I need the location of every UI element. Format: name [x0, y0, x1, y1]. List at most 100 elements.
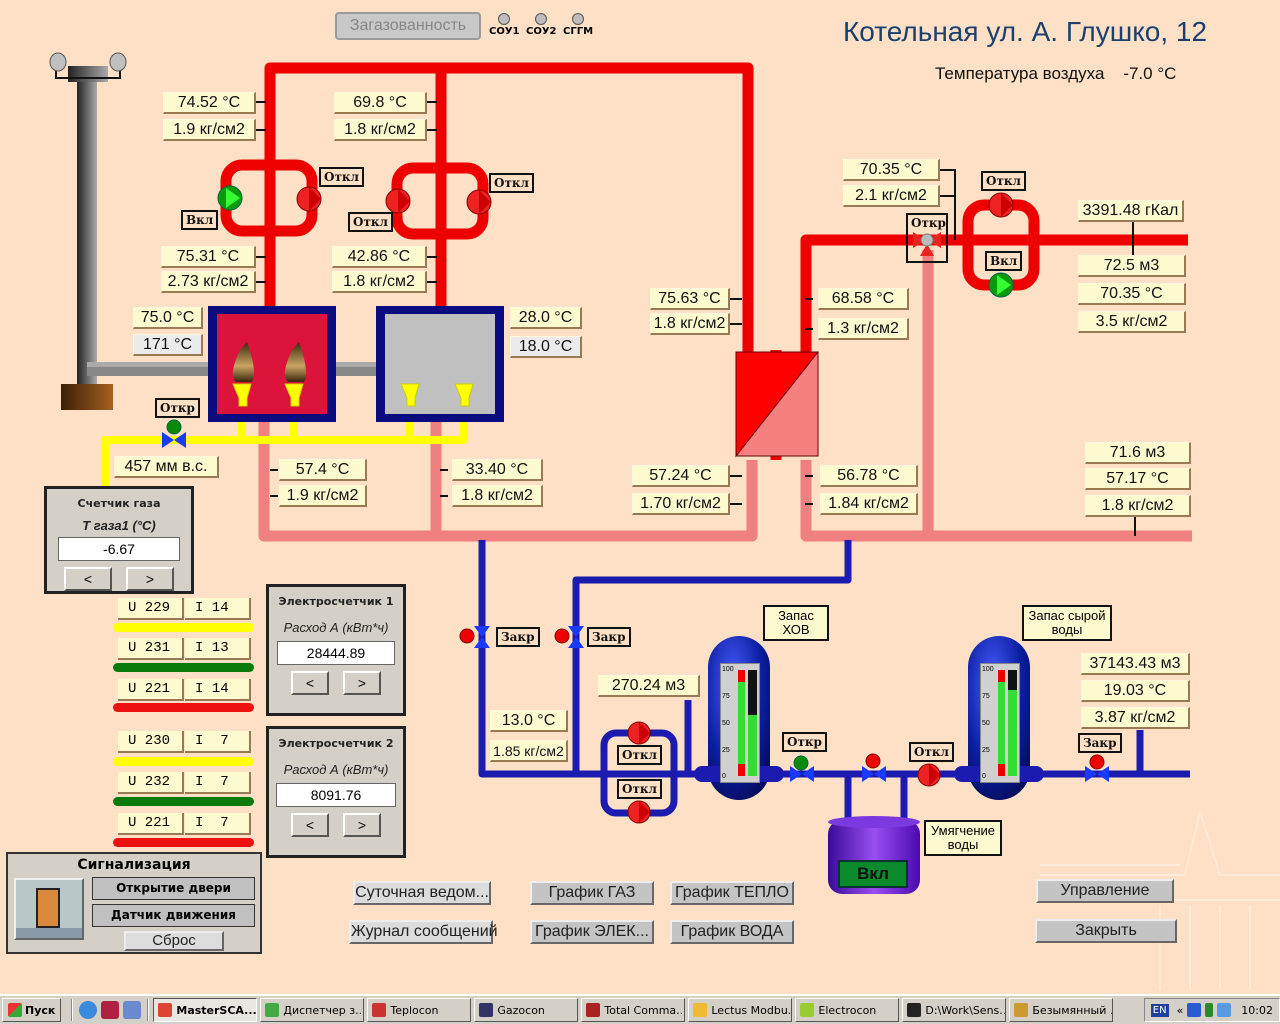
close-button[interactable]: Закрыть: [1035, 919, 1177, 943]
b2-pump-left-status[interactable]: Откл: [348, 212, 394, 232]
makeup-valve-1-status[interactable]: Закр: [496, 627, 540, 647]
makeup-pump-bottom-status[interactable]: Откл: [617, 779, 663, 799]
app-quicklaunch-icon[interactable]: [123, 1001, 142, 1019]
pump-b2-right[interactable]: [466, 189, 492, 215]
gas-pressure: 457 мм в.с.: [114, 456, 219, 478]
alarm-reset-button[interactable]: Сброс: [124, 931, 224, 951]
pump-b1-left[interactable]: [217, 185, 243, 211]
heating-pump-bottom-status[interactable]: Вкл: [985, 251, 1023, 271]
mixing-valve[interactable]: [906, 213, 948, 263]
taskbar-task[interactable]: Lectus Modbu...: [688, 998, 793, 1022]
hov-level-gauge: 100 75 50 25 0: [720, 663, 760, 783]
raw-water-pump-status[interactable]: Откл: [909, 742, 955, 762]
makeup-valve-1[interactable]: [459, 626, 490, 648]
pump-b2-left[interactable]: [385, 188, 411, 214]
task-label: Total Comma...: [604, 1003, 686, 1017]
taskbar-task[interactable]: D:\Work\Sens...: [902, 998, 1007, 1022]
b1-pump-out-temp: 75.31 °C: [161, 246, 256, 268]
b1-pump-right-status[interactable]: Откл: [319, 167, 365, 187]
internet-explorer-icon[interactable]: [79, 1001, 98, 1019]
pump-makeup-top[interactable]: [627, 721, 651, 745]
water-chart-button[interactable]: График ВОДА: [670, 920, 794, 944]
control-button[interactable]: Управление: [1036, 879, 1174, 903]
mix-valve-status[interactable]: Откр: [911, 216, 946, 230]
sensor-lamp-icon: [572, 13, 585, 25]
electric-meter-1-panel: Электросчетчик 1 Расход А (кВт*ч) 28444.…: [266, 584, 406, 716]
emeter1-next-button[interactable]: >: [343, 671, 381, 695]
phase-voltage: U 229: [118, 598, 184, 620]
gauge-tick: 75: [982, 693, 990, 700]
task-app-icon: [372, 1003, 387, 1017]
makeup-valve-2[interactable]: [554, 626, 584, 648]
motion-sensor-indicator[interactable]: Датчик движения: [92, 904, 255, 927]
tray-tool-icon[interactable]: [1187, 1003, 1202, 1017]
hx-primary-out-temp: 57.24 °C: [632, 465, 730, 487]
heat-chart-button[interactable]: График ТЕПЛО: [670, 881, 794, 905]
task-app-icon: [1014, 1003, 1029, 1017]
pump-heating-bottom[interactable]: [988, 272, 1014, 298]
tray-meter-icon[interactable]: [1205, 1003, 1214, 1017]
b2-pump-out-pressure: 1.8 кг/см2: [332, 271, 427, 293]
pump-b1-right[interactable]: [296, 186, 322, 212]
clock[interactable]: 10:02: [1241, 1003, 1273, 1017]
gauge-tick: 0: [722, 773, 726, 780]
door-open-indicator[interactable]: Открытие двери: [92, 877, 255, 900]
taskbar-task[interactable]: Диспетчер з...: [260, 998, 365, 1022]
air-temp-value: -7.0 °C: [1123, 64, 1177, 83]
taskbar-task[interactable]: Electrocon: [795, 998, 900, 1022]
taskbar-task[interactable]: Total Comma...: [581, 998, 686, 1022]
b2-supply-pressure: 1.8 кг/см2: [334, 119, 427, 141]
network-icon[interactable]: [1217, 1003, 1232, 1017]
softener-bypass-valve[interactable]: [862, 753, 886, 782]
phase-current: I 7: [185, 813, 251, 835]
taskbar-task[interactable]: MasterSCA...: [153, 998, 258, 1022]
softener-status[interactable]: Вкл: [838, 860, 908, 888]
daily-report-button[interactable]: Суточная ведом...: [353, 881, 491, 905]
pump-makeup-bottom[interactable]: [627, 800, 651, 824]
raw-water-inlet-valve-status[interactable]: Закр: [1078, 733, 1122, 753]
gas-valve[interactable]: [162, 419, 186, 448]
emeter2-next-button[interactable]: >: [343, 813, 381, 837]
start-button[interactable]: Пуск: [2, 998, 62, 1022]
gas-alarm-button[interactable]: Загазованность: [335, 12, 481, 40]
b1-pump-left-status[interactable]: Вкл: [181, 210, 219, 230]
heating-supply-pressure: 3.5 кг/см2: [1078, 311, 1186, 333]
gas-meter-prev-button[interactable]: <: [64, 567, 112, 591]
message-log-button[interactable]: Журнал сообщений: [349, 920, 498, 944]
b1-supply-pressure: 1.9 кг/см2: [163, 119, 256, 141]
taskbar-task[interactable]: Gazocon: [474, 998, 579, 1022]
gas-chart-button[interactable]: График ГАЗ: [530, 881, 654, 905]
makeup-temp: 13.0 °C: [490, 710, 568, 732]
hov-volume: 270.24 м3: [598, 675, 700, 697]
taskbar-task[interactable]: Безымянный ...: [1009, 998, 1114, 1022]
gas-valve-status[interactable]: Откр: [155, 398, 200, 418]
taskbar-task[interactable]: Teplocon: [367, 998, 472, 1022]
b2-pump-right-status[interactable]: Откл: [489, 173, 535, 193]
boiler-1: [208, 306, 336, 422]
tray-expand-icon[interactable]: «: [1176, 1003, 1184, 1017]
hov-outlet-valve[interactable]: [790, 755, 814, 782]
electric-chart-button[interactable]: График ЭЛЕК...: [530, 920, 654, 944]
makeup-valve-2-status[interactable]: Закр: [587, 627, 631, 647]
emeter1-title: Электросчетчик 1: [278, 595, 394, 608]
language-indicator[interactable]: EN: [1150, 1003, 1169, 1017]
emeter2-prev-button[interactable]: <: [291, 813, 329, 837]
save-icon[interactable]: [101, 1001, 120, 1019]
raw-water-inlet-valve[interactable]: [1085, 754, 1109, 782]
raw-water-volume: 37143.43 м3: [1081, 653, 1190, 675]
phase-bar-yellow: [113, 757, 254, 766]
hov-outlet-valve-status[interactable]: Откр: [782, 732, 827, 752]
phase-voltage: U 232: [118, 772, 184, 794]
emeter1-prev-button[interactable]: <: [291, 671, 329, 695]
return-volume: 71.6 м3: [1085, 442, 1191, 464]
hx-secondary-out-temp: 68.58 °C: [818, 288, 909, 310]
pump-raw-water[interactable]: [917, 763, 941, 787]
sensor-sggm: СГГМ: [563, 13, 593, 37]
task-label: Electrocon: [818, 1003, 877, 1017]
gauge-tick: 0: [982, 773, 986, 780]
gas-meter-next-button[interactable]: >: [126, 567, 174, 591]
windows-logo-icon: [8, 1003, 22, 1017]
pump-heating-top[interactable]: [988, 192, 1014, 218]
heating-pump-top-status[interactable]: Откл: [981, 171, 1027, 191]
makeup-pump-top-status[interactable]: Откл: [617, 745, 663, 765]
